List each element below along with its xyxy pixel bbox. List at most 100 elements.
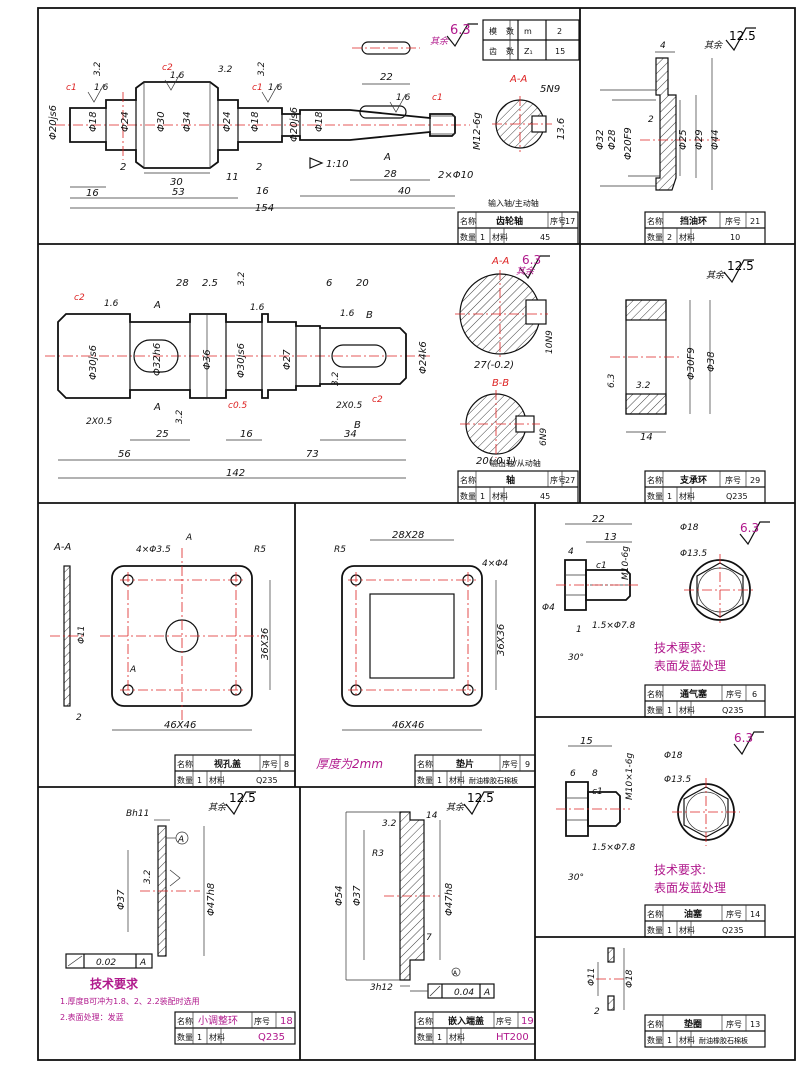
material: 10 xyxy=(730,233,740,242)
title-label: 数量 xyxy=(177,775,193,785)
dim-label: 2X0.5 xyxy=(336,401,362,411)
chamfer-label: c1 xyxy=(66,83,77,93)
requirements-item: 1.厚度B可冲为1.8、2、2.2装配时选用 xyxy=(60,996,200,1006)
dim-label: 5N9 xyxy=(540,84,560,95)
dim-label: Φ47h8 xyxy=(444,883,455,916)
dimension-lines xyxy=(58,439,406,479)
quantity: 1 xyxy=(480,233,485,242)
title-label: 数量 xyxy=(417,1032,433,1042)
dim-label: Bh11 xyxy=(126,809,149,819)
dim-label: M12-6g xyxy=(472,112,483,150)
dim-label: 4×Φ4 xyxy=(482,559,508,569)
chamfer-label: c2 xyxy=(162,63,173,73)
title-label: 名称 xyxy=(647,1019,663,1029)
part-name: 垫圈 xyxy=(684,1018,702,1030)
title-label: 数量 xyxy=(460,491,476,501)
dim-label: 2.5 xyxy=(202,278,218,289)
dim-label: 2 xyxy=(648,115,654,125)
dim-label: 40 xyxy=(398,186,411,197)
part-number: 8 xyxy=(284,760,289,769)
dim-label: 13 xyxy=(604,532,617,543)
dim-label: 46X46 xyxy=(164,720,196,731)
part-name: 挡油环 xyxy=(680,215,707,227)
roughness-value: 12.5 xyxy=(229,791,256,805)
title-block: 名称 嵌入端盖 序号 19 数量 1 材料 HT200 xyxy=(414,1011,536,1045)
title-label: 材料 xyxy=(449,775,465,785)
title-label: 数量 xyxy=(647,491,663,501)
dim-label: 2 xyxy=(594,1007,600,1017)
panel-gasket: 28X28 R5 4×Φ4 36X36 46X46 厚度为2mm 名称 垫片 序… xyxy=(316,530,536,788)
title-label: 序号 xyxy=(550,216,566,226)
dim-label: 73 xyxy=(306,449,319,460)
roughness-value: 12.5 xyxy=(467,791,494,805)
dim-label: 16 xyxy=(86,188,99,199)
title-label: 名称 xyxy=(460,475,476,485)
rest-label: 其余 xyxy=(208,802,227,813)
dim-label: 2X0.5 xyxy=(86,417,112,427)
quantity: 1 xyxy=(437,776,442,785)
title-label: 材料 xyxy=(209,775,225,785)
dim-label: 28 xyxy=(384,169,397,180)
dim-label: R5 xyxy=(254,545,266,555)
dim-label: 36X36 xyxy=(496,624,507,656)
section-mark: B xyxy=(354,420,361,431)
part-number: 13 xyxy=(750,1020,760,1029)
material: Q235 xyxy=(722,706,744,715)
dim-label: 25 xyxy=(156,429,169,440)
title-label: 材料 xyxy=(492,232,508,242)
gear-table-cell: 2 xyxy=(557,27,562,36)
part-number: 17 xyxy=(565,217,575,226)
material: Q235 xyxy=(722,926,744,935)
roughness-value: 3.2 xyxy=(143,869,153,884)
dim-label: Φ11 xyxy=(587,967,597,986)
keyway-slot xyxy=(331,344,387,368)
title-block: 名称 垫片 序号 9 数量 1 材料 耐油橡胶石棉板 xyxy=(414,754,536,788)
section-label: A-A xyxy=(509,74,527,85)
dim-label: Φ38 xyxy=(706,351,717,372)
title-label: 序号 xyxy=(550,475,566,485)
dim-label: 20 xyxy=(356,278,369,289)
dim-label: 13.6 xyxy=(556,118,567,140)
title-label: 名称 xyxy=(417,1016,433,1026)
dim-label: Φ36 xyxy=(202,349,213,370)
dim-label: Φ18 xyxy=(664,751,683,761)
tolerance-datum: A xyxy=(139,958,146,968)
dim-label: 10N9 xyxy=(545,330,555,354)
part-name: 齿轮轴 xyxy=(496,215,523,227)
part-name: 嵌入端盖 xyxy=(448,1015,484,1027)
dim-label: 8 xyxy=(592,769,598,779)
thickness-note: 厚度为2mm xyxy=(316,757,383,771)
roughness-value: 1.6 xyxy=(396,93,411,103)
roughness-value: 3.2 xyxy=(175,409,185,424)
section-mark: A xyxy=(129,665,136,675)
title-label: 材料 xyxy=(449,1032,465,1042)
dim-label: Φ20js6 xyxy=(289,107,300,142)
tolerance-datum: A xyxy=(483,988,490,998)
quantity: 1 xyxy=(667,926,672,935)
panel-output-shaft: 6.3 其余 c2 1.6 28 2.5 3.2 1.6 6 20 1.6 B … xyxy=(45,253,579,504)
rest-label: 其余 xyxy=(446,802,465,813)
section-view-bb: B-B 20(-0.1) 6N9 xyxy=(460,378,549,467)
panel-gear-shaft: 模 数 m 2 齿 数 Z₁ 15 其余 6.3 xyxy=(48,19,580,245)
chamfer-label: c2 xyxy=(74,293,85,303)
part-number: 6 xyxy=(752,690,757,699)
roughness-value: 3.2 xyxy=(237,271,247,286)
roughness-symbol: 其余 6.3 xyxy=(430,23,478,48)
keyway-slot xyxy=(133,339,179,373)
panel-vent-plug: 6.3 22 13 M10-6g 4 c1 Φ4 1.5×Φ7.8 1 30° … xyxy=(542,514,770,718)
material: 耐油橡胶石棉板 xyxy=(699,1036,748,1045)
dim-label: 46X46 xyxy=(392,720,424,731)
title-label: 序号 xyxy=(726,689,742,699)
quantity: 1 xyxy=(197,1033,202,1042)
part-name: 轴 xyxy=(506,474,515,486)
panel-inspection-cover: A-A Φ11 2 4×Φ3.5 R5 A A 36X36 46X46 xyxy=(50,533,296,788)
dim-label: Φ24 xyxy=(222,111,233,132)
requirements-item: 2.表面处理：发蓝 xyxy=(60,1012,124,1022)
dim-label: 16 xyxy=(256,186,269,197)
title-label: 数量 xyxy=(460,232,476,242)
dim-label: Φ18 xyxy=(314,111,325,132)
dim-label: 20(-0.1) xyxy=(476,456,516,467)
dim-label: Φ24 xyxy=(120,111,131,132)
material: 耐油橡胶石棉板 xyxy=(469,776,518,785)
title-label: 序号 xyxy=(726,1019,742,1029)
